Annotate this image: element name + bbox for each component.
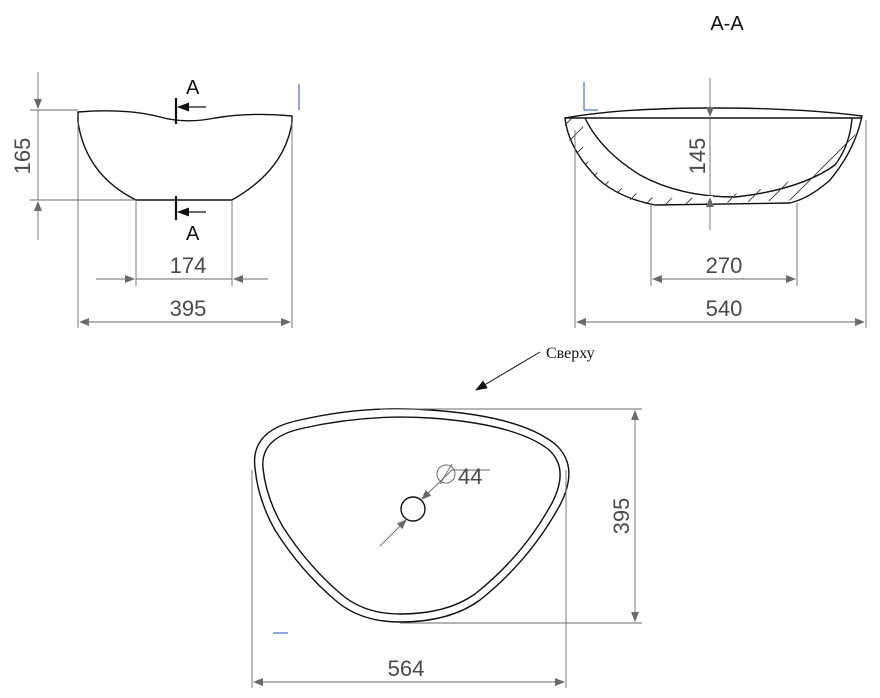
section-outer-outline: [564, 107, 863, 206]
top-outer-outline: [253, 408, 570, 623]
top-depth-label: 395: [609, 498, 634, 535]
front-overall-width-dimension: 395: [77, 122, 293, 328]
drain-diameter-dimension: 44: [379, 463, 490, 547]
front-overall-width-label: 395: [170, 296, 207, 321]
section-mark-top-label: A: [186, 77, 200, 99]
section-mark-bottom: A: [174, 196, 206, 245]
top-width-label: 564: [388, 656, 425, 681]
top-view-label-group: Сверху: [475, 345, 595, 391]
front-basin-outline: [77, 110, 293, 201]
top-depth-dimension: 395: [380, 408, 642, 624]
front-base-width-dimension: 174: [96, 200, 268, 286]
top-view-label: Сверху: [546, 345, 595, 362]
section-view: A-A: [564, 13, 867, 328]
section-depth-label: 145: [685, 138, 710, 175]
front-height-label: 165: [10, 138, 35, 175]
drain-outline: [400, 496, 426, 522]
section-base-width-label: 270: [706, 253, 743, 278]
top-inner-outline: [262, 416, 561, 615]
section-mark-bottom-label: A: [186, 223, 200, 245]
section-inner-outline: [584, 117, 853, 198]
section-base-width-dimension: 270: [650, 203, 798, 286]
front-view: A A 165 174: [10, 72, 300, 328]
top-view: Сверху 44 564 395: [251, 345, 642, 688]
drain-diameter-label: 44: [458, 464, 482, 489]
section-overall-width-dimension: 540: [574, 120, 867, 328]
section-depth-dimension: 145: [685, 78, 714, 230]
top-width-dimension: 564: [251, 470, 567, 688]
front-base-width-label: 174: [170, 253, 207, 278]
section-mark-top: A: [174, 77, 206, 124]
section-title: A-A: [710, 13, 744, 35]
front-height-dimension: 165: [10, 72, 136, 240]
section-overall-width-label: 540: [706, 296, 743, 321]
